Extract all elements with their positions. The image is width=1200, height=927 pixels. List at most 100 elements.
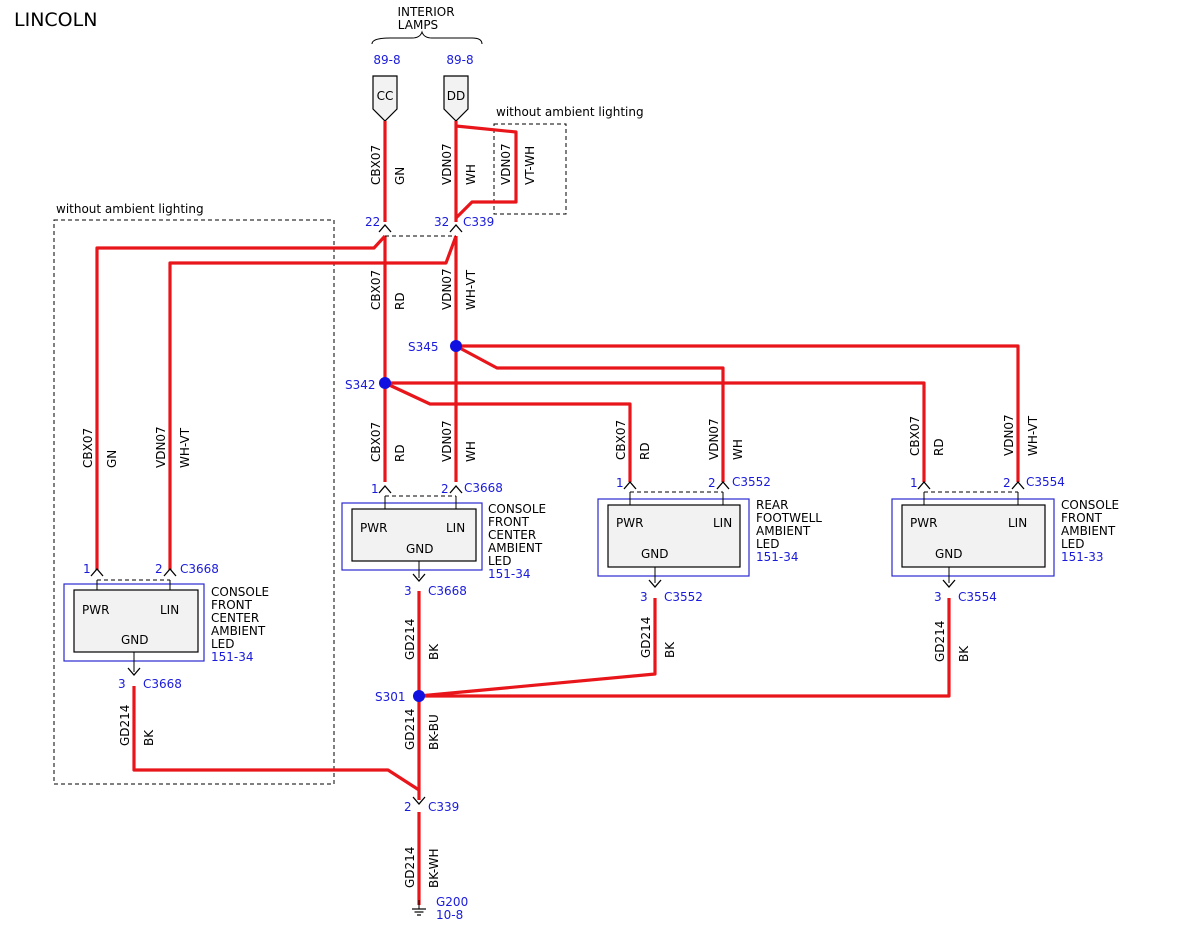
splice-s301	[413, 690, 425, 702]
svg-text:PWR: PWR	[616, 516, 643, 530]
svg-text:RD: RD	[638, 442, 652, 460]
svg-text:AMBIENT: AMBIENT	[1061, 524, 1116, 538]
svg-text:CONSOLE: CONSOLE	[211, 585, 269, 599]
svg-text:LIN: LIN	[446, 521, 465, 535]
svg-text:RD: RD	[932, 438, 946, 456]
center-conn-gnd[interactable]: C3668	[428, 584, 467, 598]
svg-text:GD214: GD214	[933, 621, 947, 662]
svg-text:FRONT: FRONT	[488, 515, 530, 529]
splice-s345	[450, 340, 462, 352]
svg-text:LIN: LIN	[1008, 516, 1027, 530]
svg-text:WH: WH	[464, 164, 478, 185]
right-ref[interactable]: 151-33	[1061, 550, 1104, 564]
svg-text:GN: GN	[393, 167, 407, 185]
svg-text:VDN07: VDN07	[440, 143, 454, 185]
svg-text:RD: RD	[393, 444, 407, 462]
svg-text:VDN07: VDN07	[707, 418, 721, 460]
left-ref[interactable]: 151-34	[211, 650, 254, 664]
svg-text:VDN07: VDN07	[1002, 414, 1016, 456]
svg-text:CONSOLE: CONSOLE	[1061, 498, 1119, 512]
svg-text:RD: RD	[393, 292, 407, 310]
svg-text:GD214: GD214	[403, 709, 417, 750]
svg-text:2: 2	[155, 562, 163, 576]
rear-conn[interactable]: C3552	[732, 475, 771, 489]
svg-text:1: 1	[371, 482, 379, 496]
svg-text:2: 2	[708, 476, 716, 490]
pin-cc-label: CC	[377, 89, 394, 103]
left-conn-gnd[interactable]: C3668	[143, 677, 182, 691]
svg-text:WH-VT: WH-VT	[464, 269, 478, 310]
svg-text:CONSOLE: CONSOLE	[488, 502, 546, 516]
splice-s301-label[interactable]: S301	[375, 690, 406, 704]
left-conn[interactable]: C3668	[180, 562, 219, 576]
option-box-left	[53, 219, 335, 785]
svg-text:LED: LED	[1061, 537, 1085, 551]
svg-text:3: 3	[118, 677, 126, 691]
pin-cc	[372, 75, 398, 122]
svg-text:PWR: PWR	[910, 516, 937, 530]
ground-name[interactable]: G200	[436, 895, 468, 909]
splice-s342-label[interactable]: S342	[345, 378, 376, 392]
svg-text:VDN07: VDN07	[154, 426, 168, 468]
svg-text:LIN: LIN	[713, 516, 732, 530]
c339-pin22-num: 22	[365, 215, 380, 229]
option-box-top	[493, 123, 567, 215]
ref-cc[interactable]: 89-8	[373, 53, 400, 67]
ref-dd[interactable]: 89-8	[446, 53, 473, 67]
svg-text:CENTER: CENTER	[211, 611, 259, 625]
svg-text:WH-VT: WH-VT	[178, 427, 192, 468]
right-conn-gnd[interactable]: C3554	[958, 590, 997, 604]
svg-text:GD214: GD214	[639, 617, 653, 658]
svg-text:VDN07: VDN07	[499, 143, 513, 185]
svg-text:VDN07: VDN07	[440, 268, 454, 310]
splice-s345-label[interactable]: S345	[408, 340, 439, 354]
svg-text:BK: BK	[663, 641, 677, 658]
center-conn[interactable]: C3668	[464, 481, 503, 495]
c339-pin32	[449, 224, 463, 233]
center-ref[interactable]: 151-34	[488, 567, 531, 581]
svg-text:1: 1	[910, 476, 918, 490]
pin-dd-label: DD	[447, 89, 465, 103]
svg-text:2: 2	[1003, 476, 1011, 490]
svg-text:GD214: GD214	[403, 619, 417, 660]
svg-text:CBX07: CBX07	[369, 145, 383, 185]
svg-text:BK: BK	[142, 729, 156, 746]
svg-text:1: 1	[616, 476, 624, 490]
svg-text:VT-WH: VT-WH	[523, 146, 537, 185]
module-right: 1 2 C3554 PWR LIN GND 3 C3554 CONSOLE FR…	[891, 475, 1119, 604]
c339-gnd-pin-num: 2	[404, 800, 412, 814]
module-rear: 1 2 C3552 PWR LIN GND 3 C3552 REAR FOOTW…	[597, 475, 822, 604]
svg-text:REAR: REAR	[756, 498, 788, 512]
module-center: 1 2 C3668 PWR LIN GND 3 C3668 CONSOLE FR…	[341, 481, 546, 598]
rear-ref[interactable]: 151-34	[756, 550, 799, 564]
svg-text:GND: GND	[121, 633, 149, 647]
rear-conn-gnd[interactable]: C3552	[664, 590, 703, 604]
svg-text:FRONT: FRONT	[1061, 511, 1103, 525]
pin-dd	[443, 75, 469, 122]
c339-pin22	[378, 224, 392, 233]
page-title: LINCOLN	[14, 9, 97, 31]
svg-text:CBX07: CBX07	[614, 420, 628, 460]
svg-text:GND: GND	[406, 542, 434, 556]
c339-pin32-num: 32	[434, 215, 449, 229]
svg-text:1: 1	[83, 562, 91, 576]
module-left: 1 2 C3668 PWR LIN GND 3 C3668 CONSOLE FR…	[63, 562, 269, 691]
svg-text:CBX07: CBX07	[908, 416, 922, 456]
svg-text:GD214: GD214	[118, 705, 132, 746]
svg-text:VDN07: VDN07	[440, 420, 454, 462]
svg-text:LED: LED	[756, 537, 780, 551]
c339-gnd-name[interactable]: C339	[428, 800, 459, 814]
ground-icon	[412, 900, 426, 916]
right-conn[interactable]: C3554	[1026, 475, 1065, 489]
svg-text:CBX07: CBX07	[369, 422, 383, 462]
ground-ref[interactable]: 10-8	[436, 908, 463, 922]
wire-labels: CBX07 GN VDN07 WH VDN07 VT-WH CBX07 RD V…	[81, 143, 1040, 888]
c339-name[interactable]: C339	[463, 215, 494, 229]
svg-text:BK-WH: BK-WH	[427, 848, 441, 888]
svg-text:GND: GND	[641, 547, 669, 561]
option-label-top: without ambient lighting	[496, 105, 644, 119]
svg-text:WH: WH	[464, 441, 478, 462]
svg-text:CBX07: CBX07	[81, 428, 95, 468]
svg-text:PWR: PWR	[82, 603, 109, 617]
